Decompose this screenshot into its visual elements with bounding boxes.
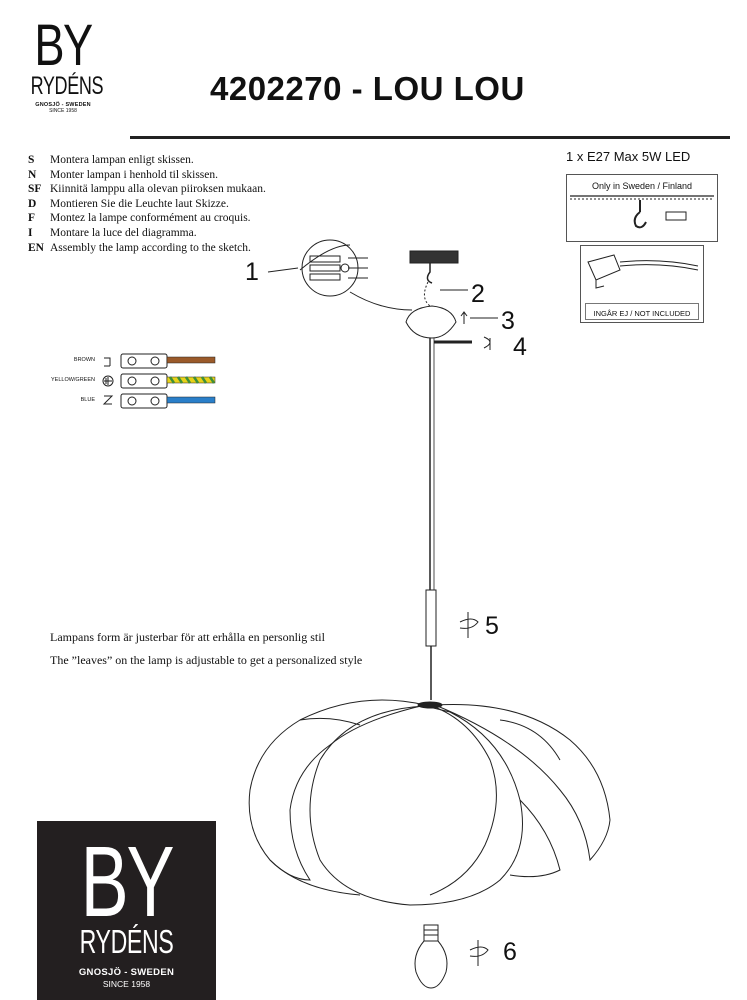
ceiling-hook (426, 263, 433, 284)
wire-blue (166, 396, 216, 404)
wire-yellow-green (166, 376, 216, 384)
note-english: The ”leaves” on the lamp is adjustable t… (50, 653, 363, 667)
logo-by: BY (80, 826, 175, 938)
detail-leader (349, 291, 413, 311)
wire-label-brown: BROWN (73, 357, 95, 363)
hook-mount-box: Only in Sweden / Finland (566, 174, 718, 242)
ceiling-plate (409, 250, 459, 264)
leader-line-1 (267, 267, 299, 273)
plug-box-label: INGÅR EJ / NOT INCLUDED (593, 309, 691, 318)
brand-logo-top: BY RYDÉNS GNOSJÖ - SWEDEN SINCE 1958 (18, 13, 108, 115)
logo-since: SINCE 1958 (49, 108, 77, 114)
canopy (405, 305, 457, 339)
step-number-6: 6 (503, 938, 517, 966)
brand-logo-bottom: BY RYDÉNS GNOSJÖ - SWEDEN SINCE 1958 (37, 821, 216, 1000)
logo-by: BY (34, 13, 93, 78)
plug-box-label-frame (585, 303, 699, 320)
symbol-L (104, 357, 111, 367)
wire-brown (166, 356, 216, 364)
step-number-4: 4 (513, 333, 527, 361)
rotate-icon-4 (483, 336, 491, 350)
connector-terminal-block (309, 255, 368, 281)
step-number-3: 3 (501, 307, 515, 335)
logo-tagline: GNOSJÖ - SWEDEN (35, 102, 91, 108)
plug-box: INGÅR EJ / NOT INCLUDED (580, 245, 704, 323)
logo-since: SINCE 1958 (102, 979, 151, 989)
step-number-2: 2 (471, 280, 485, 308)
logo-tagline: GNOSJÖ - SWEDEN (78, 967, 175, 978)
rotate-icon-6 (469, 940, 489, 966)
cord-adjuster (425, 589, 437, 647)
earth-icon (102, 375, 114, 387)
step-number-5: 5 (485, 612, 499, 640)
logo-rydens: RYDÉNS (30, 72, 104, 100)
screw-icon (460, 311, 468, 324)
plug-illustration (587, 254, 699, 289)
header-rule (130, 136, 730, 139)
wire-label-blue: BLUE (80, 397, 95, 403)
step-number-1: 1 (245, 258, 259, 286)
wires (166, 356, 216, 404)
bulb-illustration (414, 924, 489, 989)
symbol-N (102, 395, 114, 405)
lampshade (248, 699, 611, 906)
hook-box-label: Only in Sweden / Finland (591, 181, 693, 191)
note-swedish: Lampans form är justerbar för att erhåll… (50, 630, 325, 644)
bulb-spec: 1 x E27 Max 5W LED (566, 149, 691, 164)
ceiling-hook-illustration (570, 195, 714, 229)
page-title: 4202270 - LOU LOU (210, 70, 525, 107)
logo-rydens: RYDÉNS (79, 923, 174, 960)
wiring-diagram (102, 353, 168, 409)
wire-label-yellow-green: YELLOW/GREEN (50, 377, 95, 383)
rotate-icon-5 (459, 612, 479, 638)
